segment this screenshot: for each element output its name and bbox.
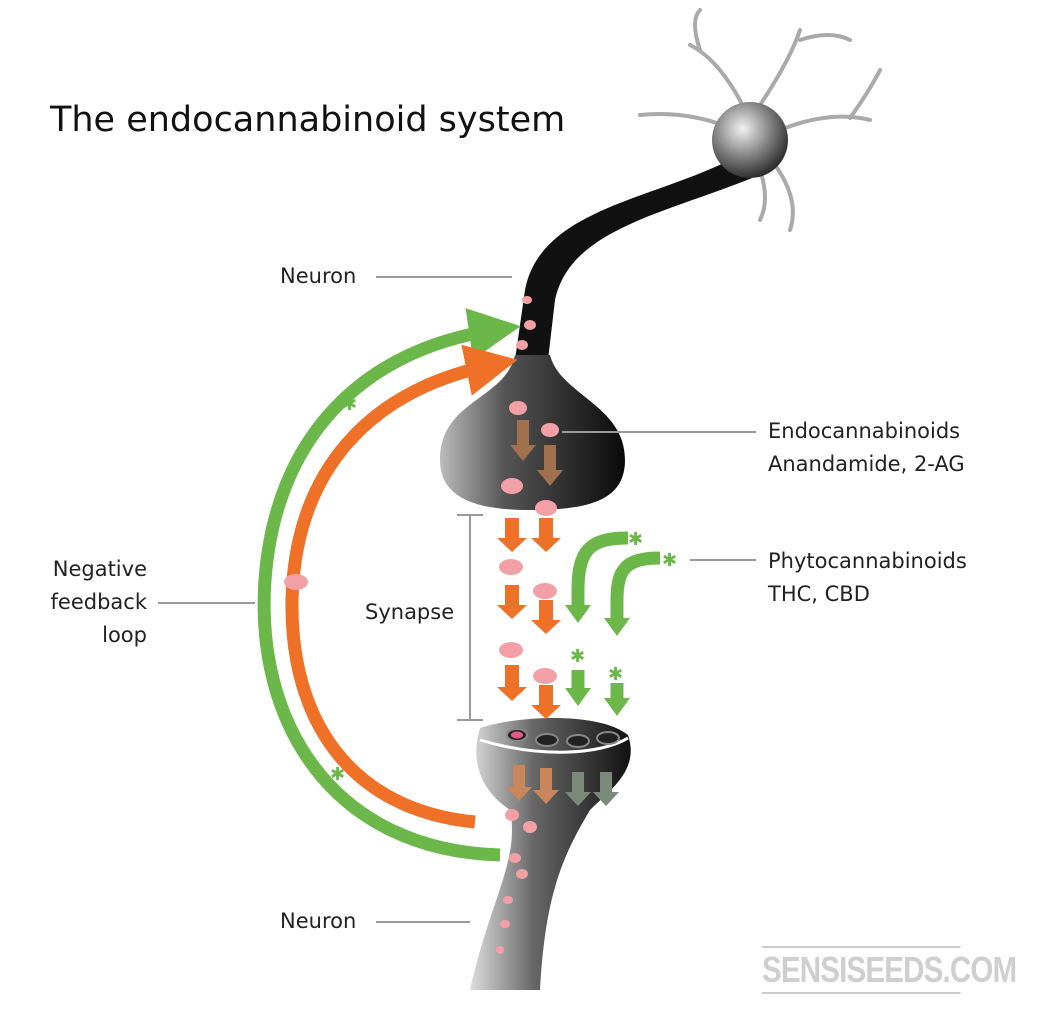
orange-feedback-arrow (285, 344, 518, 829)
phytocannabinoid-arrows (571, 531, 661, 700)
svg-text:✱: ✱ (628, 529, 643, 550)
label-neuron-bottom: Neuron (280, 909, 357, 933)
green-feedback-arrow (257, 308, 521, 862)
neuron-soma (712, 102, 788, 178)
svg-text:✱: ✱ (570, 646, 585, 667)
leader-lines (158, 276, 756, 923)
cannabis-leaf-icon: ✱ (342, 394, 357, 415)
internal-particles (496, 296, 559, 954)
receptors (506, 728, 620, 748)
page-title: The endocannabinoid system (50, 100, 566, 140)
cannabis-leaf-icon: ✱ ✱ ✱ ✱ (570, 529, 677, 685)
cannabis-leaf-icon: ✱ (330, 764, 345, 785)
label-synapse: Synapse (365, 600, 455, 624)
label-feedback-3: loop (102, 623, 147, 647)
label-feedback-2: feedback (50, 590, 147, 614)
label-phytocannabinoids: Phytocannabinoids (768, 549, 967, 573)
endocannabinoid-release-arrows (497, 518, 561, 719)
svg-text:✱: ✱ (608, 664, 623, 685)
label-neuron-top: Neuron (280, 264, 357, 288)
svg-text:✱: ✱ (662, 550, 677, 571)
watermark: SENSISEEDS.COM (762, 946, 1017, 994)
label-phytocannabinoids-examples: THC, CBD (768, 582, 870, 606)
feedback-endocannabinoid (284, 574, 308, 590)
internal-arrows (506, 420, 619, 806)
label-endocannabinoids: Endocannabinoids (768, 419, 961, 443)
label-endocannabinoids-examples: Anandamide, 2-AG (768, 452, 965, 476)
postsynaptic-terminal (470, 717, 631, 990)
axon (515, 160, 752, 360)
label-feedback-1: Negative (52, 557, 147, 581)
